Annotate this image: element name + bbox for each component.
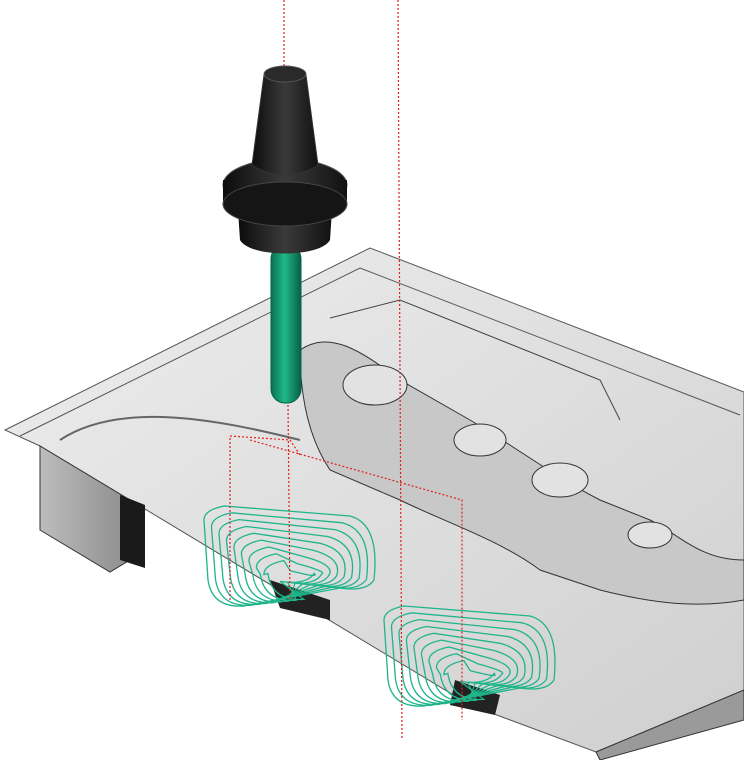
boss-cap-2 xyxy=(453,423,507,457)
toolpath-loop-1-7 xyxy=(248,546,331,602)
flange-edge xyxy=(19,267,741,437)
holder-top xyxy=(263,65,307,83)
toolpath-loop-2-5 xyxy=(413,632,526,704)
guide-polyline-1 xyxy=(229,435,301,600)
left-channel xyxy=(59,415,301,441)
tool-shank xyxy=(270,244,302,404)
toolpath-loop-2-4 xyxy=(405,625,534,705)
boss-cap-4 xyxy=(627,521,673,549)
toolpath-loop-1-2 xyxy=(210,512,369,606)
guide-lines xyxy=(229,0,463,741)
front-right-wall xyxy=(595,689,744,760)
toolpath-loop-2-1 xyxy=(383,605,556,707)
boss-cap-1 xyxy=(342,364,408,406)
guide-line-3 xyxy=(287,404,291,601)
holder-flange-bottom xyxy=(222,181,348,227)
toolpath-loop-1-5 xyxy=(233,532,346,604)
toolpath-loop-1-6 xyxy=(240,539,339,603)
toolpath-loop-2-8 xyxy=(435,653,504,701)
toolpath-loop-1-9 xyxy=(263,559,316,601)
toolpath-loop-1-1 xyxy=(203,505,376,607)
toolpath-loop-1-8 xyxy=(255,553,324,601)
toolpath-loop-2-6 xyxy=(420,639,519,703)
toolpath-loop-2-2 xyxy=(390,612,549,706)
holder-taper xyxy=(251,67,319,176)
toolpath-loop-1-4 xyxy=(225,525,354,605)
cutting-tool xyxy=(222,65,348,404)
toolpath-loop-2-9 xyxy=(443,659,496,701)
toolpath-loop-1-3 xyxy=(218,518,361,606)
guide-vertical-right xyxy=(397,0,403,741)
left-flange-wall xyxy=(39,445,131,573)
boss-cap-3 xyxy=(531,462,589,498)
upper-groove xyxy=(329,299,621,421)
toolpath-loop-2-7 xyxy=(428,646,511,702)
toolpath-loop-2-3 xyxy=(398,618,541,706)
die-part xyxy=(3,247,744,760)
guide-polyline-2 xyxy=(249,439,463,720)
left-slot-shadow xyxy=(120,495,145,568)
toolpaths xyxy=(203,505,556,707)
